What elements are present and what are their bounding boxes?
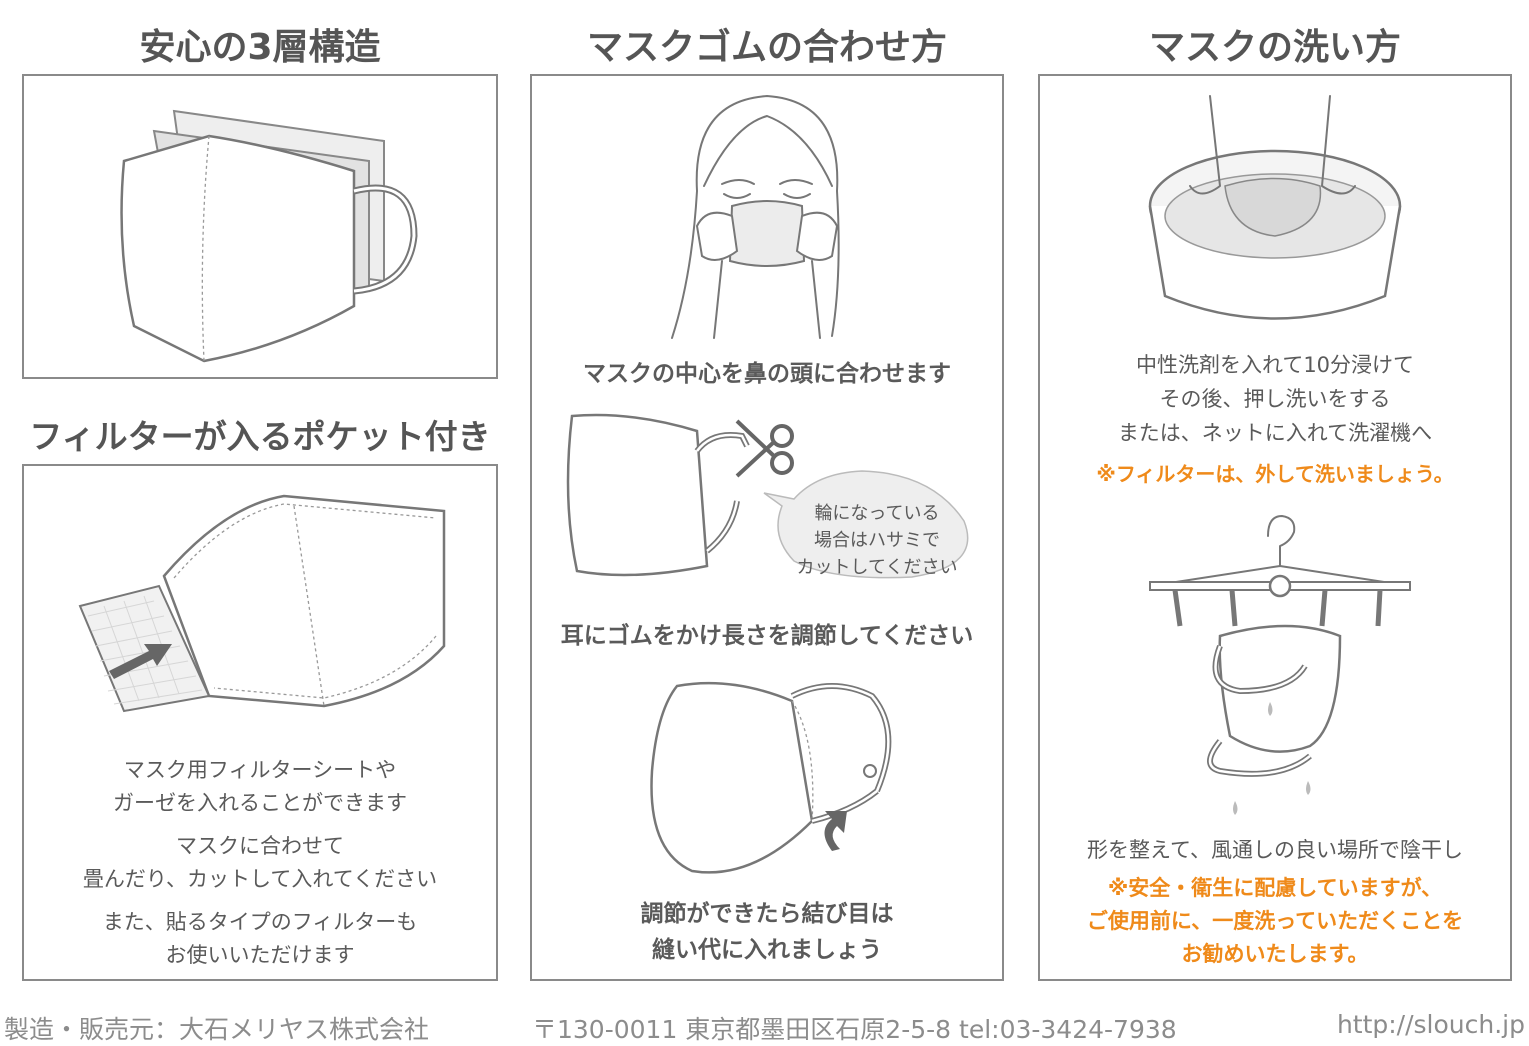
wash-note: ※フィルターは、外して洗いましょう。 xyxy=(1096,462,1454,486)
footer-maker: 製造・販売元：大石メリヤス株式会社 xyxy=(4,1015,430,1044)
step3-text: 調節ができたら結び目は 縫い代に入れましょう xyxy=(640,901,894,963)
speech-bubble-icon xyxy=(763,470,969,579)
pocket-text-1: マスク用フィルターシートや ガーゼを入れることができます xyxy=(113,758,407,815)
bubble-text: 輪になっている 場合はハサミで カットしてください xyxy=(796,503,958,578)
woman-face-icon xyxy=(671,95,840,339)
pocket-text-2: マスクに合わせて 畳んだり、カットして入れてください xyxy=(82,834,438,891)
mask-cut-icon xyxy=(566,413,969,579)
pocket-text-3: また、貼るタイプのフィルターも お使いいただけます xyxy=(102,910,418,967)
mask-knot-icon xyxy=(650,681,892,874)
step2-text: 耳にゴムをかけ長さを調節してください xyxy=(560,623,974,649)
mask-pocket-icon xyxy=(78,494,446,713)
three-layer-heading: 安心の3層構造 xyxy=(139,27,381,68)
mask-layers-icon xyxy=(120,109,418,363)
washing-panel: 中性洗剤を入れて10分浸けて その後、押し洗いをする または、ネットに入れて洗濯… xyxy=(1038,74,1512,981)
footer-url[interactable]: http://slouch.jp xyxy=(1336,1010,1525,1039)
notice-text: ※安全・衛生に配慮していますが、 ご使用前に、一度洗っていただくことを お勧めい… xyxy=(1086,876,1464,966)
washing-heading: マスクの洗い方 xyxy=(1148,27,1401,68)
dry-text: 形を整えて、風通しの良い場所で陰干し xyxy=(1087,838,1463,862)
scissors-icon xyxy=(735,419,794,478)
pocket-panel: マスク用フィルターシートや ガーゼを入れることができます マスクに合わせて 畳ん… xyxy=(22,464,498,981)
elastic-panel: マスクの中心を鼻の頭に合わせます 輪になっている 場合はハサミで カットしてくだ… xyxy=(530,74,1004,981)
pocket-heading: フィルターが入るポケット付き xyxy=(29,417,491,456)
hanger-icon xyxy=(1149,515,1411,815)
arrow-icon xyxy=(109,644,172,679)
basin-hands-icon xyxy=(1148,95,1402,320)
wash-text: 中性洗剤を入れて10分浸けて その後、押し洗いをする または、ネットに入れて洗濯… xyxy=(1117,353,1433,445)
step1-text: マスクの中心を鼻の頭に合わせます xyxy=(583,361,951,387)
footer-address: 〒130-0011 東京都墨田区石原2-5-8 tel:03-3424-7938 xyxy=(532,1015,1177,1044)
elastic-heading: マスクゴムの合わせ方 xyxy=(586,27,947,68)
three-layer-panel xyxy=(22,74,498,379)
